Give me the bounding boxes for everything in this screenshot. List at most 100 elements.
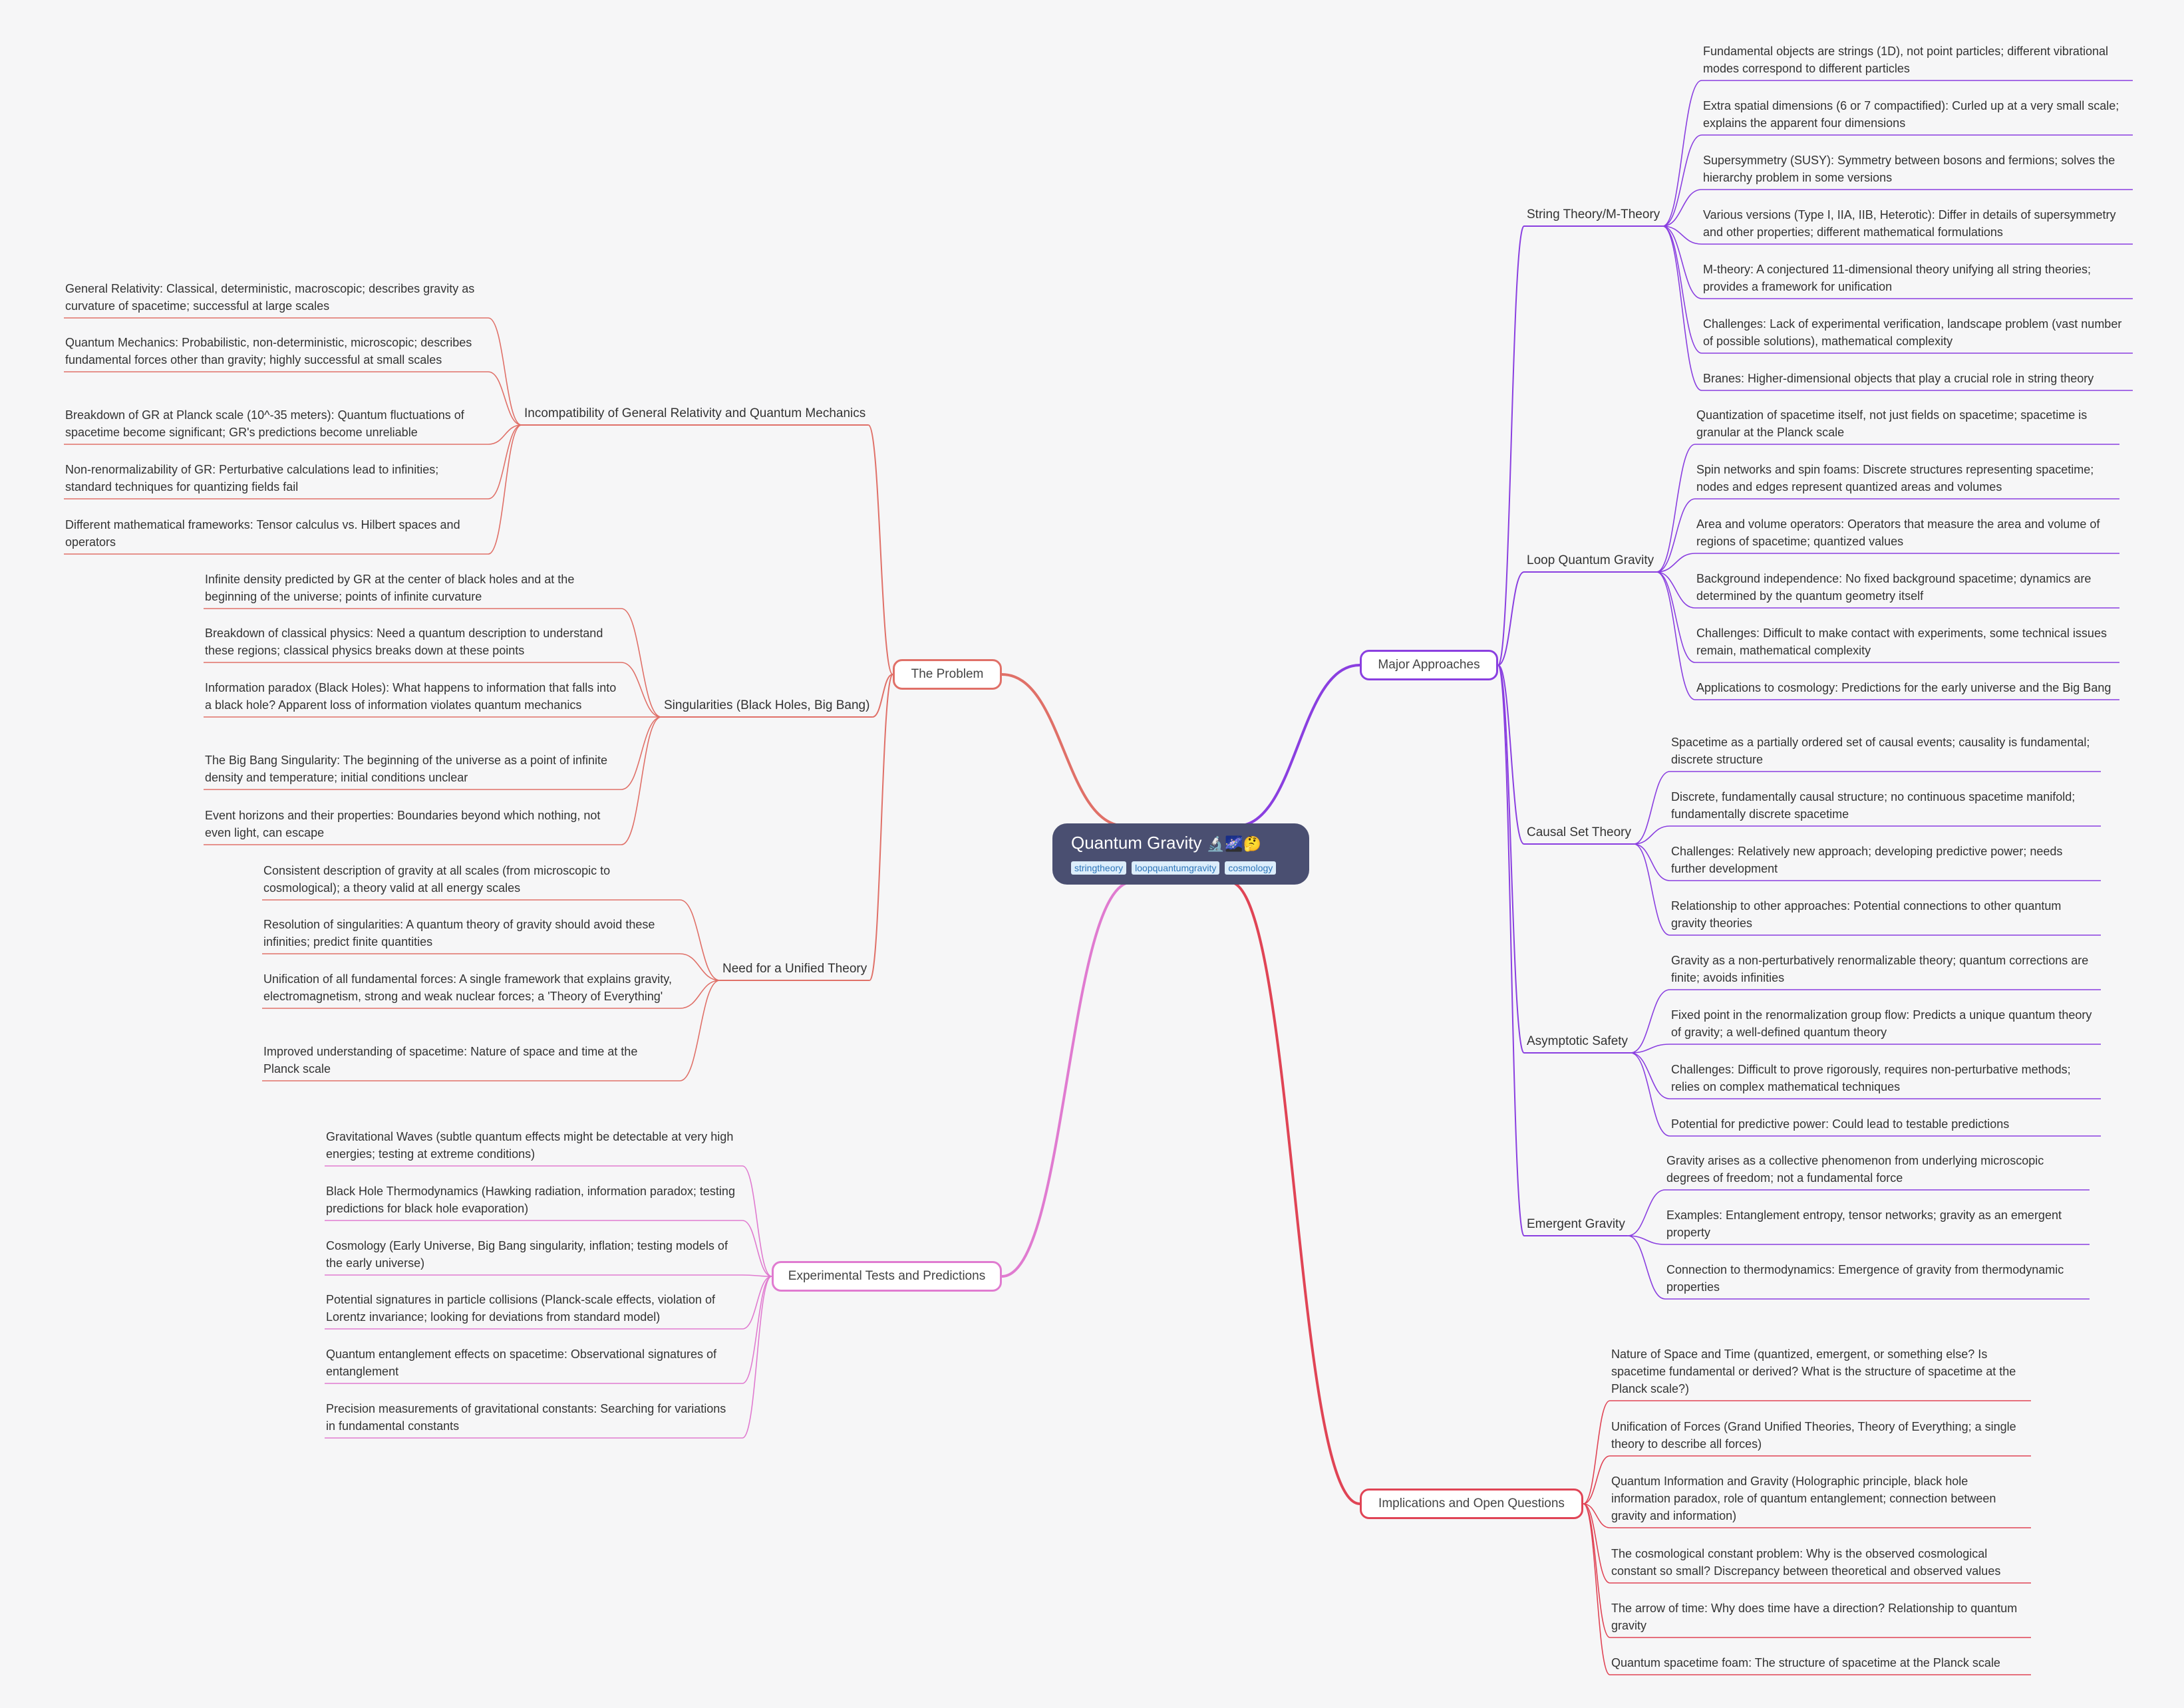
connector-line: [742, 1165, 772, 1277]
leaf-item: Potential signatures in particle collisi…: [326, 1293, 715, 1324]
connector-line: [1497, 225, 1525, 666]
leaf-item: Black Hole Thermodynamics (Hawking radia…: [326, 1185, 735, 1215]
leaf-item: Different mathematical frameworks: Tenso…: [65, 518, 460, 549]
connector-line: [1627, 1235, 1666, 1300]
connector-line: [1656, 553, 1696, 573]
connector-line: [488, 424, 522, 445]
connector-line: [1630, 1052, 1670, 1137]
connector-line: [488, 424, 522, 499]
leaf-item: Fixed point in the renormalization group…: [1671, 1008, 2092, 1039]
tag-loopquantumgravity[interactable]: loopquantumgravity: [1132, 861, 1220, 875]
leaf-item: Consistent description of gravity at all…: [263, 864, 611, 895]
leaf-item: Challenges: Difficult to prove rigorousl…: [1671, 1063, 2071, 1093]
connector-line: [742, 1276, 772, 1384]
leaf-item: Unification of all fundamental forces: A…: [263, 972, 672, 1003]
leaf-item: Challenges: Relatively new approach; dev…: [1671, 845, 2063, 875]
connector-line: [1662, 225, 1702, 299]
leaf-item: Breakdown of GR at Planck scale (10^-35 …: [65, 408, 464, 439]
connector-line: [1001, 881, 1133, 1278]
connector-line: [621, 716, 662, 790]
leaf-item: The arrow of time: Why does time have a …: [1611, 1602, 2018, 1632]
connector-line: [1633, 771, 1670, 845]
connector-line: [1662, 225, 1702, 245]
connector-line: [1229, 881, 1360, 1505]
leaf-item: Background independence: No fixed backgr…: [1696, 572, 2092, 603]
sub-unified-theory[interactable]: Need for a Unified Theory: [722, 962, 867, 976]
leaf-item: M-theory: A conjectured 11-dimensional t…: [1703, 263, 2091, 293]
branch-implications-open-questions[interactable]: Implications and Open Questions: [1360, 1489, 1583, 1519]
connector-line: [488, 371, 522, 426]
leaf-item: Discrete, fundamentally causal structure…: [1671, 790, 2076, 821]
connector-line: [1001, 673, 1126, 827]
sub-causal-set-theory[interactable]: Causal Set Theory: [1527, 825, 1632, 839]
leaf-item: Gravity as a non-perturbatively renormal…: [1671, 954, 2089, 984]
connector-line: [621, 662, 662, 718]
leaf-item: Gravity arises as a collective phenomeno…: [1666, 1154, 2044, 1185]
connector-line: [488, 424, 522, 555]
tag-cosmology[interactable]: cosmology: [1225, 861, 1277, 875]
leaf-item: Quantum Information and Gravity (Hologra…: [1611, 1475, 1996, 1522]
connector-line: [869, 674, 893, 981]
connector-line: [1583, 1503, 1611, 1675]
branch-experimental-tests[interactable]: Experimental Tests and Predictions: [772, 1261, 1002, 1292]
connector-line: [621, 716, 662, 845]
branch-major-approaches[interactable]: Major Approaches: [1360, 650, 1498, 680]
sub-asymptotic-safety[interactable]: Asymptotic Safety: [1527, 1034, 1629, 1048]
leaf-item: Potential for predictive power: Could le…: [1671, 1117, 2010, 1131]
connector-line: [1497, 571, 1525, 666]
connector-line: [742, 1220, 772, 1277]
leaf-item: Resolution of singularities: A quantum t…: [263, 918, 655, 948]
leaf-item: Quantization of spacetime itself, not ju…: [1696, 408, 2088, 439]
connector-line: [1633, 843, 1670, 936]
connector-line: [1662, 189, 1702, 227]
connector-line: [1627, 1235, 1666, 1245]
leaf-item: Spin networks and spin foams: Discrete s…: [1696, 463, 2094, 494]
sub-emergent-gravity[interactable]: Emergent Gravity: [1527, 1217, 1625, 1231]
connector-line: [1662, 225, 1702, 391]
connector-line: [679, 953, 720, 981]
leaf-item: Examples: Entanglement entropy, tensor n…: [1666, 1209, 2062, 1239]
leaf-item: Challenges: Difficult to make contact wi…: [1696, 627, 2107, 657]
leaf-item: Quantum spacetime foam: The structure of…: [1611, 1656, 2000, 1669]
sub-loop-quantum-gravity[interactable]: Loop Quantum Gravity: [1527, 553, 1654, 567]
sub-string-theory[interactable]: String Theory/M-Theory: [1527, 208, 1660, 221]
leaf-item: Non-renormalizability of GR: Perturbativ…: [65, 463, 439, 494]
connector-line: [1633, 843, 1670, 881]
connector-line: [742, 1276, 772, 1330]
leaf-item: Applications to cosmology: Predictions f…: [1696, 681, 2111, 694]
leaf-item: Fundamental objects are strings (1D), no…: [1703, 45, 2108, 75]
connector-line: [1583, 1503, 1611, 1584]
leaf-item: Cosmology (Early Universe, Big Bang sing…: [326, 1239, 728, 1270]
connector-line: [1497, 664, 1525, 845]
leaf-item: Gravitational Waves (subtle quantum effe…: [326, 1130, 734, 1161]
connector-line: [1497, 664, 1525, 1236]
connector-line: [679, 980, 720, 1081]
connector-line: [1656, 571, 1696, 663]
connector-line: [1235, 664, 1360, 827]
connector-line: [1631, 1044, 1670, 1054]
leaf-item: General Relativity: Classical, determini…: [65, 282, 475, 313]
leaf-item: Spacetime as a partially ordered set of …: [1671, 736, 2090, 766]
leaf-item: Quantum entanglement effects on spacetim…: [326, 1348, 717, 1378]
leaf-item: The cosmological constant problem: Why i…: [1611, 1547, 2001, 1578]
leaf-item: Quantum Mechanics: Probabilistic, non-de…: [65, 336, 472, 366]
sub-singularities[interactable]: Singularities (Black Holes, Big Bang): [664, 698, 870, 712]
connector-line: [1583, 1455, 1611, 1504]
connector-line: [1630, 989, 1670, 1054]
sub-incompatibility[interactable]: Incompatibility of General Relativity an…: [524, 406, 866, 420]
connector-line: [1662, 134, 1702, 227]
root-emoji: 🔬🌌🤔: [1206, 836, 1261, 853]
leaf-item: Improved understanding of spacetime: Nat…: [263, 1045, 638, 1075]
leaf-item: Supersymmetry (SUSY): Symmetry between b…: [1703, 154, 2115, 184]
connector-line: [621, 608, 662, 718]
connector-line: [1630, 1052, 1670, 1099]
leaf-item: The Big Bang Singularity: The beginning …: [205, 754, 608, 784]
leaf-item: Various versions (Type I, IIA, IIB, Hete…: [1703, 208, 2116, 239]
connector-line: [1634, 825, 1670, 845]
branch-the-problem[interactable]: The Problem: [893, 659, 1002, 690]
root-node[interactable]: Quantum Gravity 🔬🌌🤔 stringtheory loopqua…: [1052, 823, 1309, 885]
connector-line: [742, 1276, 772, 1439]
tag-stringtheory[interactable]: stringtheory: [1071, 861, 1127, 875]
root-tags: stringtheory loopquantumgravity cosmolog…: [1071, 861, 1291, 875]
